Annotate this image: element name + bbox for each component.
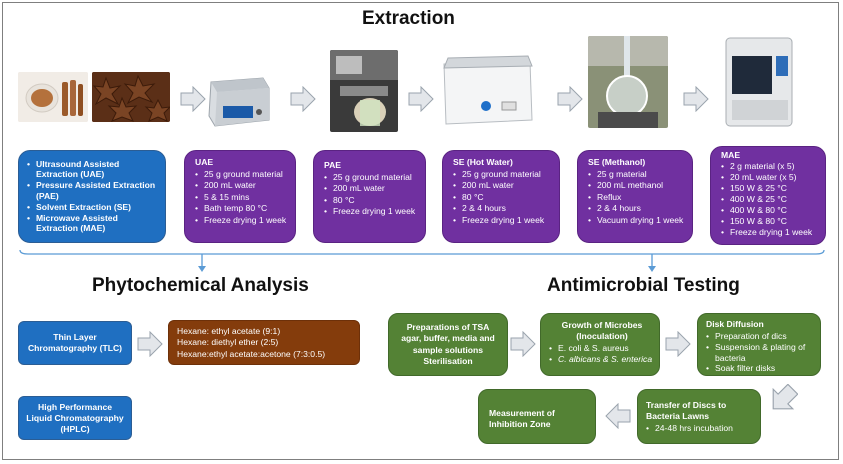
preparation-box: Preparations of TSA agar, buffer, media … bbox=[388, 313, 508, 376]
mae-box: MAE 2 g material (x 5) 20 mL water (x 5)… bbox=[710, 146, 826, 245]
se-water-title: SE (Hot Water) bbox=[453, 157, 513, 167]
spice-powder-image bbox=[18, 72, 88, 122]
uae-item: 25 g ground material bbox=[195, 169, 289, 181]
uae-item: 200 mL water bbox=[195, 180, 289, 192]
disk-item: Preparation of dics bbox=[706, 331, 816, 343]
star-anise-image bbox=[92, 72, 170, 122]
se-water-item: 25 g ground material bbox=[453, 169, 553, 181]
microwave-reactor-image bbox=[720, 34, 798, 130]
antimicrobial-title: Antimicrobial Testing bbox=[547, 275, 740, 296]
method-item: Microwave Assisted Extraction (MAE) bbox=[27, 213, 159, 233]
solvent-systems-box: Hexane: ethyl acetate (9:1) Hexane: diet… bbox=[168, 320, 360, 365]
solvent-line: Hexane: diethyl ether (2:5) bbox=[177, 337, 279, 348]
mae-item: 400 W & 80 °C bbox=[721, 205, 821, 216]
uae-title: UAE bbox=[195, 157, 214, 167]
se-water-item: Freeze drying 1 week bbox=[453, 215, 553, 227]
disk-item: Suspension & plating of bacteria bbox=[706, 342, 816, 363]
se-methanol-title: SE (Methanol) bbox=[588, 157, 646, 167]
arrow-right-icon bbox=[137, 331, 163, 357]
disk-diffusion-box: Disk Diffusion Preparation of dics Suspe… bbox=[697, 313, 821, 376]
pressure-extractor-image bbox=[330, 50, 398, 132]
se-water-box: SE (Hot Water) 25 g ground material 200 … bbox=[442, 150, 560, 243]
se-methanol-item: Vacuum drying 1 week bbox=[588, 215, 686, 227]
pae-item: Freeze drying 1 week bbox=[324, 206, 419, 218]
extraction-title: Extraction bbox=[362, 8, 455, 29]
method-item: Ultrasound Assisted Extraction (UAE) bbox=[27, 159, 159, 179]
solvent-line: Hexane:ethyl acetate:acetone (7:3:0.5) bbox=[177, 348, 326, 359]
pae-item: 25 g ground material bbox=[324, 172, 419, 184]
phytochemical-title: Phytochemical Analysis bbox=[92, 275, 309, 296]
pae-box: PAE 25 g ground material 200 mL water 80… bbox=[313, 150, 426, 243]
se-methanol-item: 2 & 4 hours bbox=[588, 203, 686, 215]
disk-item: Soak filter disks bbox=[706, 363, 816, 375]
solvent-line: Hexane: ethyl acetate (9:1) bbox=[177, 326, 281, 336]
tlc-label: Thin Layer Chromatography (TLC) bbox=[27, 332, 123, 353]
tlc-box: Thin Layer Chromatography (TLC) bbox=[18, 321, 132, 365]
transfer-title: Transfer of Discs to Bacteria Lawns bbox=[646, 400, 727, 421]
transfer-item: 24-48 hrs incubation bbox=[646, 423, 756, 435]
se-methanol-item: 200 mL methanol bbox=[588, 180, 686, 192]
hplc-label: High Performance Liquid Chromatography (… bbox=[26, 401, 124, 434]
mae-item: 150 W & 25 °C bbox=[721, 183, 821, 194]
uae-item: 5 & 15 mins bbox=[195, 192, 289, 204]
se-water-item: 2 & 4 hours bbox=[453, 203, 553, 215]
water-bath-image bbox=[440, 48, 535, 128]
se-methanol-item: Reflux bbox=[588, 192, 686, 204]
mae-item: 400 W & 25 °C bbox=[721, 194, 821, 205]
se-water-item: 80 °C bbox=[453, 192, 553, 204]
arrow-right-icon bbox=[290, 86, 316, 112]
reflux-apparatus-image bbox=[588, 36, 668, 128]
pae-item: 200 mL water bbox=[324, 183, 419, 195]
disk-title: Disk Diffusion bbox=[706, 319, 764, 329]
uae-box: UAE 25 g ground material 200 mL water 5 … bbox=[184, 150, 296, 243]
arrow-right-icon bbox=[510, 331, 536, 357]
arrow-down-left-icon bbox=[772, 384, 798, 410]
ultrasonic-bath-image bbox=[205, 62, 273, 132]
arrow-right-icon bbox=[180, 86, 206, 112]
arrow-left-icon bbox=[605, 403, 631, 429]
arrow-right-icon bbox=[683, 86, 709, 112]
extraction-methods-box: Ultrasound Assisted Extraction (UAE) Pre… bbox=[18, 150, 166, 243]
measurement-box: Measurement of Inhibition Zone bbox=[478, 389, 596, 444]
method-item: Pressure Assisted Extraction (PAE) bbox=[27, 180, 159, 200]
growth-title: Growth of Microbes (Inoculation) bbox=[561, 320, 643, 341]
uae-item: Bath temp 80 °C bbox=[195, 203, 289, 215]
measurement-label: Measurement of Inhibition Zone bbox=[489, 408, 555, 429]
pae-item: 80 °C bbox=[324, 195, 419, 207]
uae-item: Freeze drying 1 week bbox=[195, 215, 289, 227]
se-methanol-item: 25 g material bbox=[588, 169, 686, 181]
mae-title: MAE bbox=[721, 150, 741, 160]
hplc-box: High Performance Liquid Chromatography (… bbox=[18, 396, 132, 440]
se-methanol-box: SE (Methanol) 25 g material 200 mL metha… bbox=[577, 150, 693, 243]
growth-box: Growth of Microbes (Inoculation) E. coli… bbox=[540, 313, 660, 376]
mae-item: Freeze drying 1 week bbox=[721, 227, 821, 238]
arrow-right-icon bbox=[408, 86, 434, 112]
arrow-right-icon bbox=[665, 331, 691, 357]
growth-item: C. albicans & S. enterica bbox=[549, 354, 655, 366]
pae-title: PAE bbox=[324, 160, 342, 170]
preparation-label: Preparations of TSA agar, buffer, media … bbox=[401, 322, 495, 366]
transfer-box: Transfer of Discs to Bacteria Lawns 24-4… bbox=[637, 389, 761, 444]
method-item: Solvent Extraction (SE) bbox=[27, 202, 159, 212]
mae-item: 20 mL water (x 5) bbox=[721, 172, 821, 183]
arrow-right-icon bbox=[557, 86, 583, 112]
mae-item: 150 W & 80 °C bbox=[721, 216, 821, 227]
mae-item: 2 g material (x 5) bbox=[721, 161, 821, 172]
se-water-item: 200 mL water bbox=[453, 180, 553, 192]
growth-item: E. coli & S. aureus bbox=[549, 343, 655, 355]
